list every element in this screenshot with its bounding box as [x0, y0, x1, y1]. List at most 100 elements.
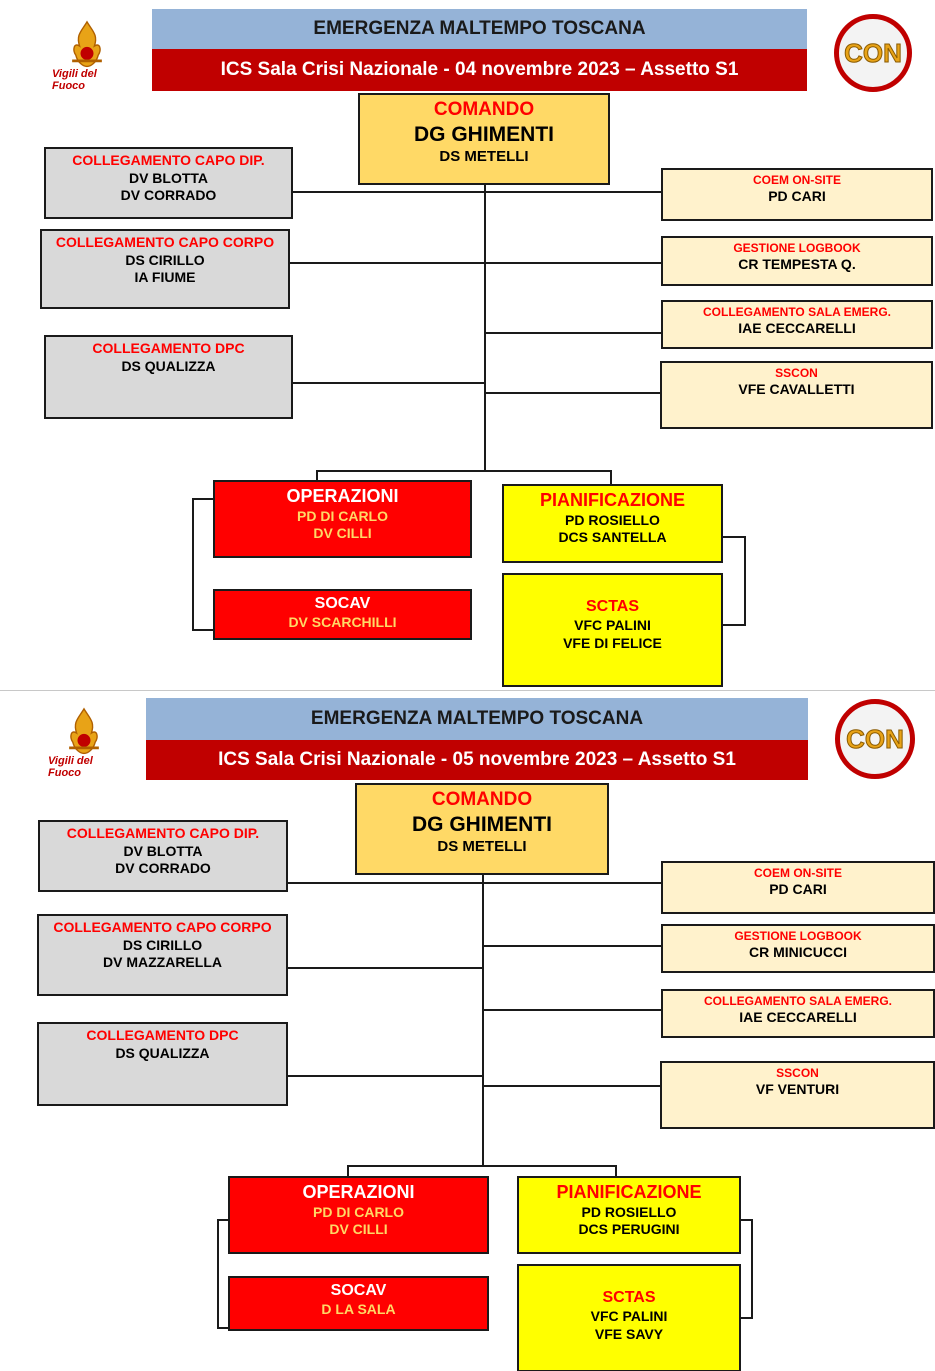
comando-deputy: DS METELLI	[439, 148, 529, 165]
staff-right-box: COLLEGAMENTO SALA EMERG. IAE CECCARELLI	[661, 989, 935, 1038]
operazioni-heading: OPERAZIONI	[286, 486, 399, 506]
staff-right-heading: SSCON	[775, 366, 818, 380]
socav-heading: SOCAV	[314, 595, 371, 612]
staff-right-box: COEM ON-SITE PD CARI	[661, 861, 935, 914]
staff-right-member: VF VENTURI	[755, 1081, 840, 1097]
pianificazione-member: PD ROSIELLO	[565, 511, 660, 528]
connector-line	[482, 1085, 662, 1087]
operazioni-box: OPERAZIONI PD DI CARLO DV CILLI	[213, 480, 472, 558]
connector-line	[347, 1165, 617, 1167]
pianificazione-box: PIANIFICAZIONE PD ROSIELLO DCS PERUGINI	[517, 1176, 741, 1254]
socav-heading: SOCAV	[330, 1282, 387, 1299]
staff-left-heading: COLLEGAMENTO CAPO CORPO	[53, 919, 272, 935]
staff-right-box: COLLEGAMENTO SALA EMERG. IAE CECCARELLI	[661, 300, 933, 349]
socav-member: D LA SALA	[321, 1301, 396, 1317]
sctas-member: VFE DI FELICE	[563, 634, 662, 651]
pianificazione-heading: PIANIFICAZIONE	[556, 1182, 702, 1202]
connector-line	[484, 184, 486, 471]
staff-right-member: CR TEMPESTA Q.	[738, 256, 856, 272]
pianificazione-member: DCS PERUGINI	[578, 1221, 680, 1237]
connector-line	[722, 624, 746, 626]
staff-right-heading: COLLEGAMENTO SALA EMERG.	[702, 305, 891, 319]
flame-emblem-icon	[69, 707, 99, 755]
connector-line	[482, 875, 484, 1165]
staff-right-member: PD CARI	[769, 881, 827, 897]
staff-left-heading: COLLEGAMENTO CAPO DIP.	[72, 152, 265, 168]
staff-left-box: COLLEGAMENTO DPC DS QUALIZZA	[37, 1022, 288, 1106]
flame-emblem-icon	[72, 20, 102, 68]
staff-left-box: COLLEGAMENTO CAPO CORPO DS CIRILLO DV MA…	[37, 914, 288, 996]
connector-line	[316, 470, 318, 482]
staff-left-member: DS QUALIZZA	[121, 357, 216, 374]
staff-left-member: DV MAZZARELLA	[103, 954, 222, 970]
staff-right-heading: COLLEGAMENTO SALA EMERG.	[703, 994, 892, 1008]
staff-right-box: GESTIONE LOGBOOK CR TEMPESTA Q.	[661, 236, 933, 286]
sctas-heading: SCTAS	[585, 598, 640, 615]
connector-line	[292, 191, 662, 193]
comando-heading: COMANDO	[431, 789, 533, 810]
staff-left-heading: COLLEGAMENTO CAPO CORPO	[55, 234, 275, 250]
staff-right-heading: GESTIONE LOGBOOK	[734, 929, 862, 943]
socav-box: SOCAV D LA SALA	[228, 1276, 489, 1331]
operazioni-heading: OPERAZIONI	[302, 1182, 415, 1202]
connector-line	[610, 470, 612, 486]
connector-line	[347, 1165, 349, 1177]
staff-right-member: CR MINICUCCI	[749, 944, 847, 960]
staff-right-heading: COEM ON-SITE	[753, 866, 842, 880]
title-bar: EMERGENZA MALTEMPO TOSCANA	[146, 698, 808, 740]
pianificazione-member: DCS SANTELLA	[558, 529, 667, 545]
con-logo-text: CON	[846, 723, 905, 754]
org-chart-panel-1: Vigili del Fuoco EMERGENZA MALTEMPO TOSC…	[40, 9, 933, 687]
org-chart-panel-2: Vigili del Fuoco EMERGENZA MALTEMPO TOSC…	[0, 690, 935, 1371]
staff-left-heading: COLLEGAMENTO DPC	[92, 340, 245, 356]
connector-line	[751, 1219, 753, 1319]
subtitle-bar: ICS Sala Crisi Nazionale - 04 novembre 2…	[152, 49, 807, 91]
staff-left-member: DS QUALIZZA	[115, 1044, 210, 1061]
connector-line	[290, 262, 662, 264]
comando-box: COMANDO DG GHIMENTI DS METELLI	[358, 93, 610, 185]
sctas-heading: SCTAS	[602, 1289, 656, 1306]
con-logo: CON	[834, 14, 912, 92]
operazioni-member: PD DI CARLO	[313, 1203, 404, 1220]
staff-left-member: DV BLOTTA	[123, 842, 203, 859]
comando-heading: COMANDO	[433, 99, 535, 120]
socav-member: DV SCARCHILLI	[288, 614, 397, 630]
staff-left-box: COLLEGAMENTO CAPO DIP. DV BLOTTA DV CORR…	[44, 147, 293, 219]
connector-line	[722, 536, 746, 538]
staff-right-member: PD CARI	[768, 188, 826, 204]
staff-left-member: DV BLOTTA	[128, 169, 209, 186]
connector-line	[744, 536, 746, 626]
staff-right-box: GESTIONE LOGBOOK CR MINICUCCI	[661, 924, 935, 973]
connector-line	[482, 945, 662, 947]
connector-line	[288, 1075, 482, 1077]
staff-right-member: VFE CAVALLETTI	[738, 381, 855, 397]
operazioni-member: PD DI CARLO	[297, 507, 388, 524]
connector-line	[741, 1317, 753, 1319]
connector-line	[217, 1219, 219, 1329]
comando-deputy: DS METELLI	[437, 838, 527, 855]
sctas-box: SCTAS VFC PALINI VFE DI FELICE	[502, 573, 723, 687]
staff-left-member: DV CORRADO	[115, 860, 211, 876]
con-logo-text: CON	[844, 37, 903, 68]
staff-right-heading: SSCON	[776, 1066, 819, 1080]
staff-right-member: IAE CECCARELLI	[738, 320, 856, 336]
connector-line	[484, 392, 662, 394]
pianificazione-heading: PIANIFICAZIONE	[539, 490, 685, 510]
staff-left-heading: COLLEGAMENTO DPC	[86, 1027, 239, 1043]
staff-right-heading: COEM ON-SITE	[752, 173, 841, 187]
staff-right-box: COEM ON-SITE PD CARI	[661, 168, 933, 221]
subtitle-bar: ICS Sala Crisi Nazionale - 05 novembre 2…	[146, 740, 808, 780]
staff-left-member: DS CIRILLO	[122, 936, 203, 953]
connector-line	[192, 629, 214, 631]
socav-box: SOCAV DV SCARCHILLI	[213, 589, 472, 640]
operazioni-member: DV CILLI	[313, 525, 372, 541]
staff-left-box: COLLEGAMENTO CAPO DIP. DV BLOTTA DV CORR…	[38, 820, 288, 892]
staff-right-heading: GESTIONE LOGBOOK	[733, 241, 861, 255]
staff-left-member: DV CORRADO	[120, 187, 217, 203]
connector-line	[288, 967, 482, 969]
operazioni-member: DV CILLI	[329, 1221, 388, 1237]
connector-line	[192, 498, 214, 500]
connector-line	[192, 498, 194, 631]
connector-line	[217, 1327, 229, 1329]
connector-line	[288, 882, 662, 884]
